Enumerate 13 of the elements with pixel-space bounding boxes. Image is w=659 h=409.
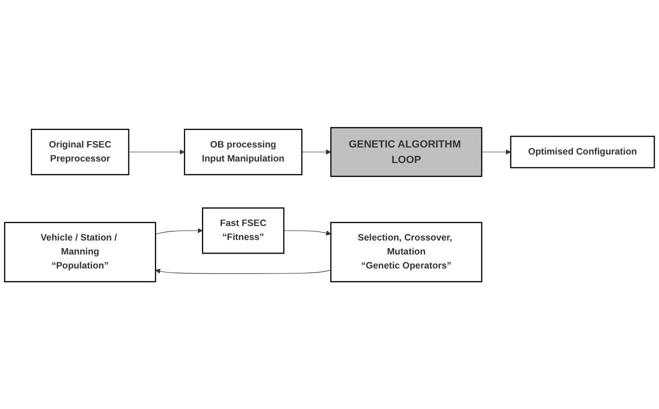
node-box: OB processing Input Manipulation (184, 128, 302, 176)
arrow (284, 230, 332, 236)
node-box: Vehicle / Station / Manning “Population” (4, 222, 156, 282)
node-box: Selection, Crossover, Mutation “Genetic Operators” (330, 222, 482, 282)
arrow (155, 268, 332, 274)
node-box: Optimised Configuration (510, 136, 655, 168)
node-box: GENETIC ALGORITHM LOOP (330, 126, 482, 177)
node-box: Fast FSEC “Fitness” (202, 207, 284, 254)
arrow (155, 228, 203, 234)
arrow (128, 149, 185, 154)
arrow (302, 149, 332, 154)
arrow (481, 149, 511, 154)
node-box: Original FSEC Preprocessor (30, 128, 130, 176)
